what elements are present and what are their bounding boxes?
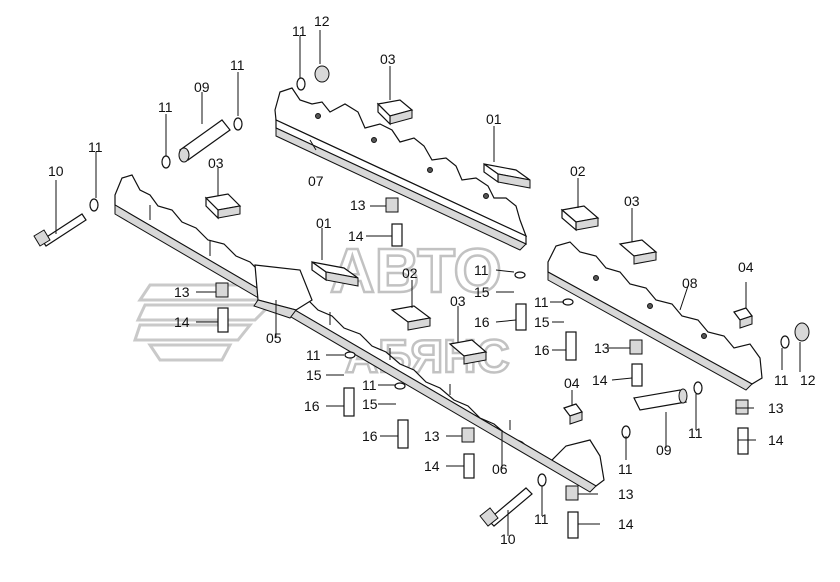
callout-01: 01 <box>486 111 502 127</box>
callout-12: 12 <box>800 372 816 388</box>
pads <box>204 99 753 425</box>
callout-03: 03 <box>624 193 640 209</box>
callout-11: 11 <box>292 23 307 39</box>
callout-13: 13 <box>618 486 634 502</box>
callout-04: 04 <box>564 375 580 391</box>
callout-11: 11 <box>534 511 549 527</box>
callout-10: 10 <box>48 163 64 179</box>
callout-11: 11 <box>230 57 245 73</box>
callout-14: 14 <box>174 314 190 330</box>
callout-11: 11 <box>618 461 633 477</box>
callout-04: 04 <box>738 259 754 275</box>
callout-11: 11 <box>774 372 789 388</box>
callout-14: 14 <box>424 458 440 474</box>
callout-08: 08 <box>682 275 698 291</box>
callout-11: 11 <box>362 377 377 393</box>
rail-07 <box>274 87 528 251</box>
callout-09: 09 <box>656 442 672 458</box>
callout-10: 10 <box>500 531 516 547</box>
callout-11: 11 <box>88 139 103 155</box>
rail-06 <box>114 174 605 493</box>
callout-14: 14 <box>768 432 784 448</box>
callout-11: 11 <box>688 425 703 441</box>
bolts-10 <box>33 213 533 527</box>
callout-13: 13 <box>594 340 610 356</box>
callout-05: 05 <box>266 330 282 346</box>
callout-12: 12 <box>314 13 330 29</box>
callout-03: 03 <box>380 51 396 67</box>
callout-11: 11 <box>306 347 321 363</box>
callout-13: 13 <box>174 284 190 300</box>
callout-11: 11 <box>158 99 173 115</box>
callout-16: 16 <box>534 342 550 358</box>
callout-15: 15 <box>474 284 490 300</box>
leader-lines <box>55 30 801 536</box>
callout-06: 06 <box>492 461 508 477</box>
callout-15: 15 <box>534 314 550 330</box>
callout-11: 11 <box>474 262 489 278</box>
callout-02: 02 <box>570 163 586 179</box>
pins-09 <box>178 119 688 411</box>
callout-13: 13 <box>424 428 440 444</box>
callout-03: 03 <box>450 293 466 309</box>
watermark-logo: АВТО АБЯНС <box>132 236 511 383</box>
callout-labels: 12 11 11 09 11 10 11 03 01 07 03 02 03 1… <box>48 13 816 547</box>
callout-07: 07 <box>308 173 324 189</box>
fasteners <box>215 197 749 539</box>
callout-13: 13 <box>350 197 366 213</box>
callout-11: 11 <box>534 294 549 310</box>
callout-09: 09 <box>194 79 210 95</box>
callout-15: 15 <box>362 396 378 412</box>
callout-03: 03 <box>208 155 224 171</box>
watermark-text-1: АВТО <box>330 237 502 306</box>
callout-14: 14 <box>348 228 364 244</box>
callout-14: 14 <box>618 516 634 532</box>
callout-16: 16 <box>304 398 320 414</box>
callout-02: 02 <box>402 265 418 281</box>
rail-05 <box>253 264 313 319</box>
rail-08 <box>547 241 763 391</box>
callout-01: 01 <box>316 215 332 231</box>
callout-13: 13 <box>768 400 784 416</box>
callout-16: 16 <box>362 428 378 444</box>
callout-16: 16 <box>474 314 490 330</box>
callout-15: 15 <box>306 367 322 383</box>
washers-nuts <box>89 65 810 487</box>
callout-14: 14 <box>592 372 608 388</box>
